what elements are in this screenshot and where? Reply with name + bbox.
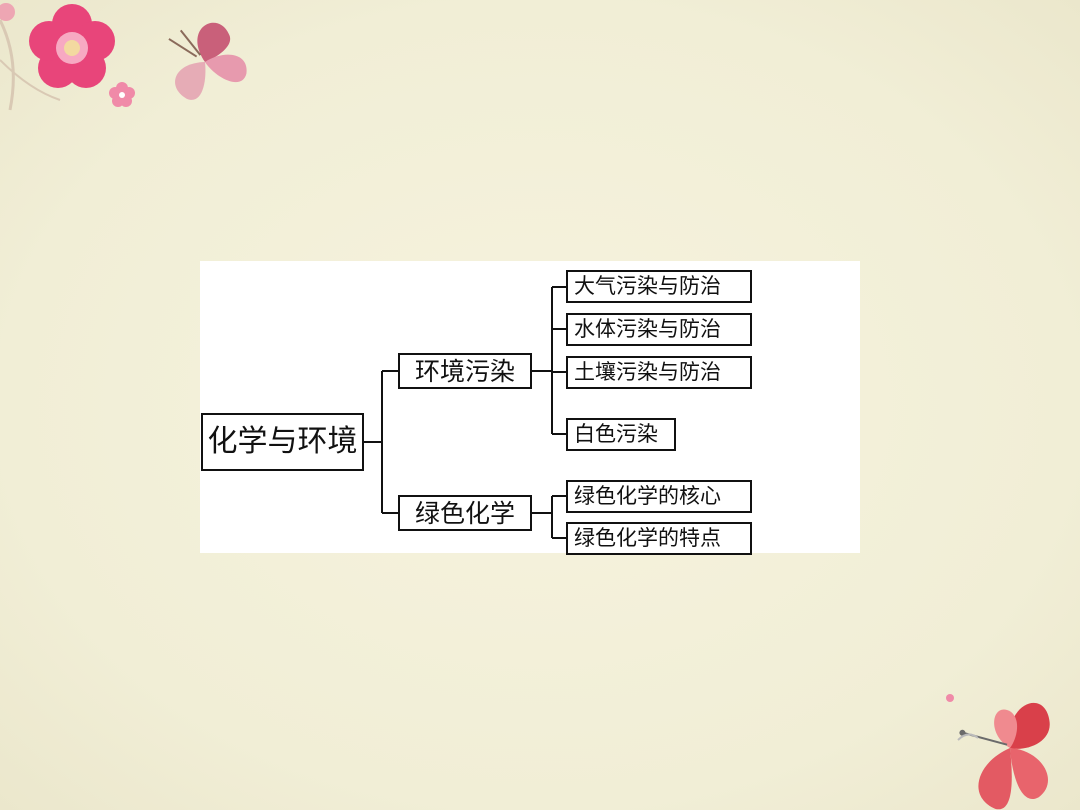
connector-lines xyxy=(364,286,566,539)
flower-butterfly-decoration-top-left xyxy=(0,3,247,111)
butterfly-icon xyxy=(168,22,247,100)
leaf-node-soil-pollution: 土壤污染与防治 xyxy=(566,356,752,389)
leaf-node-green-chem-features: 绿色化学的特点 xyxy=(566,522,752,555)
leaf-node-green-chem-core: 绿色化学的核心 xyxy=(566,480,752,513)
branch-node-pollution: 环境污染 xyxy=(398,353,532,389)
flower-icon xyxy=(109,82,135,107)
butterfly-decoration-bottom-right xyxy=(946,694,1050,810)
root-node: 化学与环境 xyxy=(201,413,364,471)
branch-node-green-chemistry: 绿色化学 xyxy=(398,495,532,531)
leaf-node-white-pollution: 白色污染 xyxy=(566,418,676,451)
leaf-node-air-pollution: 大气污染与防治 xyxy=(566,270,752,303)
butterfly-icon xyxy=(959,703,1050,810)
concept-map-panel: 化学与环境 环境污染 绿色化学 大气污染与防治 水体污染与防治 土壤污染与防治 … xyxy=(200,261,860,555)
flower-icon xyxy=(29,4,115,88)
leaf-node-water-pollution: 水体污染与防治 xyxy=(566,313,752,346)
